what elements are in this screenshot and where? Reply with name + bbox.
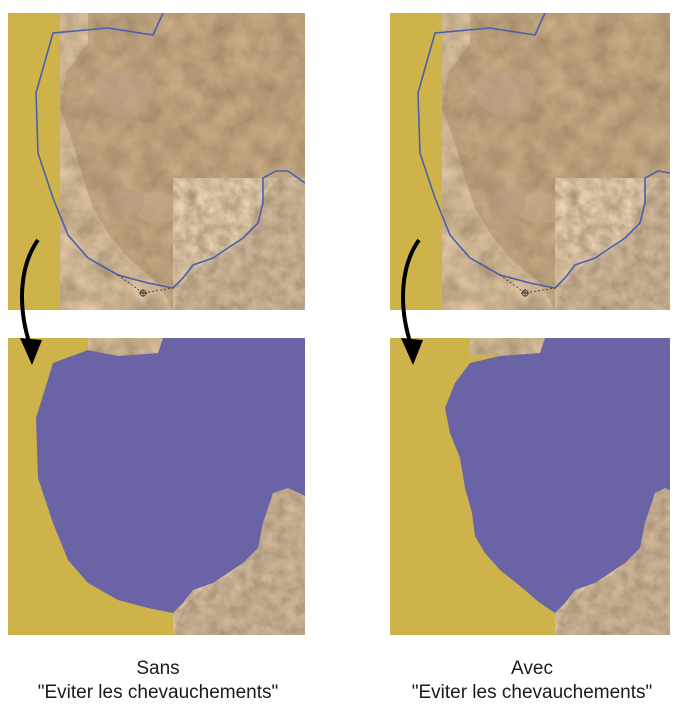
panel-top-right-before [390, 13, 670, 310]
caption-left-line1: Sans [136, 658, 180, 679]
caption-left-line2: "Eviter les chevauchements" [37, 682, 279, 703]
panel-bottom-right-result [390, 338, 670, 635]
blue-fill-region [445, 338, 670, 613]
rock-top-piece [88, 338, 173, 356]
caption-left: Sans "Eviter les chevauchements" [8, 657, 308, 705]
curved-arrow-right [401, 238, 423, 365]
caption-right: Avec "Eviter les chevauchements" [382, 657, 677, 705]
rock-lower-right [555, 178, 670, 310]
caption-right-line1: Avec [511, 658, 553, 679]
panel-top-left-before [8, 13, 305, 310]
rock-lower-right [173, 488, 305, 635]
crosshair-icon [139, 289, 147, 297]
rock-texture [60, 13, 305, 310]
selection-outline [417, 13, 670, 289]
rock-texture [442, 13, 670, 310]
blue-fill-region [36, 338, 305, 613]
caption-right-line2: "Eviter les chevauchements" [411, 682, 653, 703]
rock-top-piece [470, 338, 555, 356]
rock-lower-right [555, 488, 670, 635]
curved-arrow-left [20, 238, 42, 365]
rock-lower-right [173, 178, 305, 310]
crosshair-icon [521, 289, 529, 297]
panel-bottom-left-result [8, 338, 305, 635]
